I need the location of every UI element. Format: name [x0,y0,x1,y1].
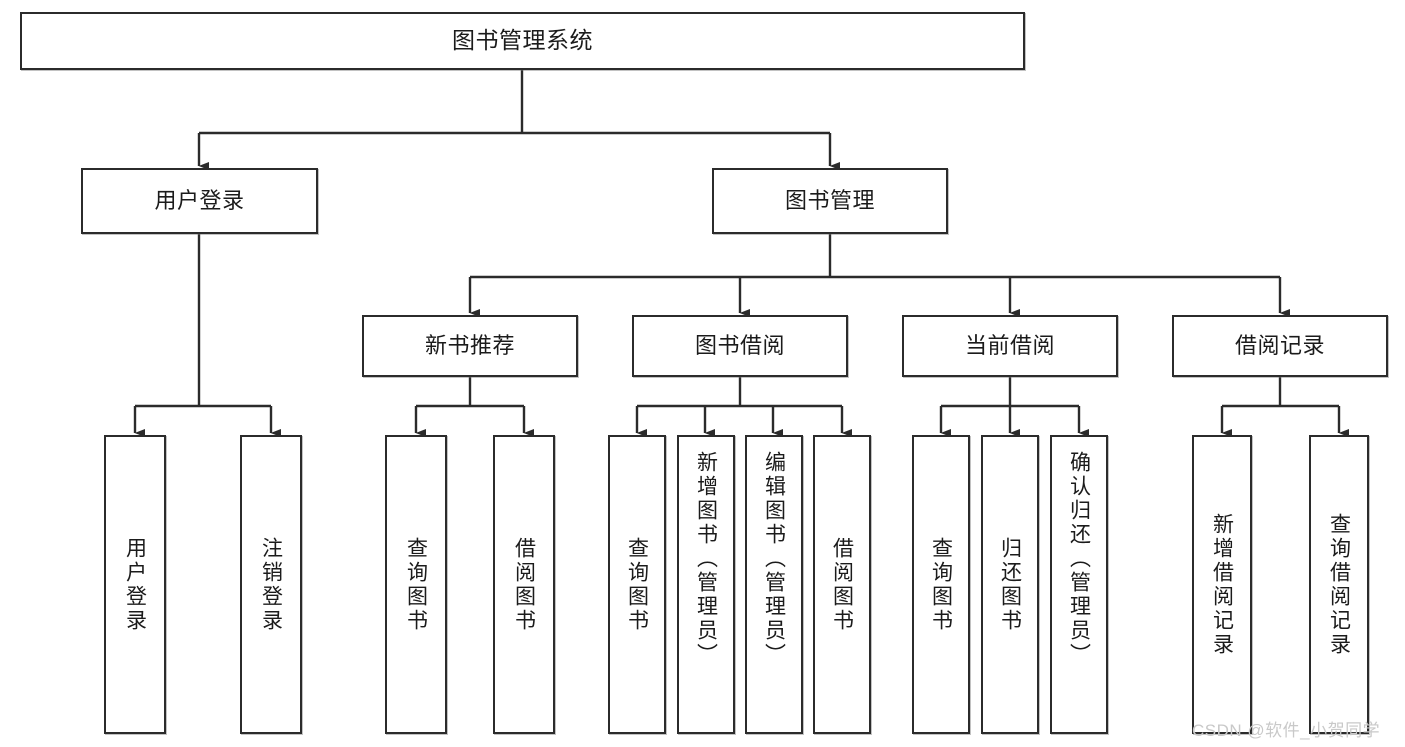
node-label: 新书推荐 [424,333,515,359]
leaf-confirm-return[interactable]: 确认归还（管理员） [1050,435,1108,734]
node-label: 当前借阅 [964,333,1055,359]
leaf-user-login[interactable]: 用户登录 [104,435,166,734]
node-label: 图书管理系统 [452,27,593,54]
leaf-borrow-book-recommend[interactable]: 借阅图书 [493,435,555,734]
node-label: 图书管理 [784,188,875,214]
node-label: 借阅图书 [830,536,854,633]
leaf-query-borrow-record[interactable]: 查询借阅记录 [1309,435,1369,734]
node-label: 编辑图书（管理员） [762,451,786,667]
node-label: 归还图书 [998,536,1022,633]
node-label: 查询借阅记录 [1327,512,1351,657]
node-label: 借阅记录 [1234,333,1325,359]
node-label: 新增借阅记录 [1210,512,1234,657]
node-label: 查询图书 [929,536,953,633]
leaf-add-book[interactable]: 新增图书（管理员） [677,435,735,734]
leaf-return-book[interactable]: 归还图书 [981,435,1039,734]
node-new-book-recommend[interactable]: 新书推荐 [362,315,578,377]
leaf-query-book-borrow[interactable]: 查询图书 [608,435,666,734]
leaf-query-book-current[interactable]: 查询图书 [912,435,970,734]
leaf-logout-login[interactable]: 注销登录 [240,435,302,734]
csdn-watermark: CSDN @软件_小贺同学 [1192,721,1381,740]
node-root-system[interactable]: 图书管理系统 [20,12,1025,70]
leaf-edit-book[interactable]: 编辑图书（管理员） [745,435,803,734]
node-user-login[interactable]: 用户登录 [81,168,318,234]
node-label: 借阅图书 [512,536,536,633]
node-book-management[interactable]: 图书管理 [712,168,948,234]
node-book-borrow[interactable]: 图书借阅 [632,315,848,377]
leaf-add-borrow-record[interactable]: 新增借阅记录 [1192,435,1252,734]
node-current-borrow[interactable]: 当前借阅 [902,315,1118,377]
node-label: 图书借阅 [694,333,785,359]
node-label: 查询图书 [404,536,428,633]
node-label: 注销登录 [259,536,283,633]
leaf-query-book-recommend[interactable]: 查询图书 [385,435,447,734]
node-label: 查询图书 [625,536,649,633]
node-label: 确认归还（管理员） [1067,451,1091,667]
node-label: 新增图书（管理员） [694,451,718,667]
leaf-borrow-book[interactable]: 借阅图书 [813,435,871,734]
node-label: 用户登录 [154,188,245,214]
node-label: 用户登录 [123,536,147,633]
node-borrow-record[interactable]: 借阅记录 [1172,315,1388,377]
